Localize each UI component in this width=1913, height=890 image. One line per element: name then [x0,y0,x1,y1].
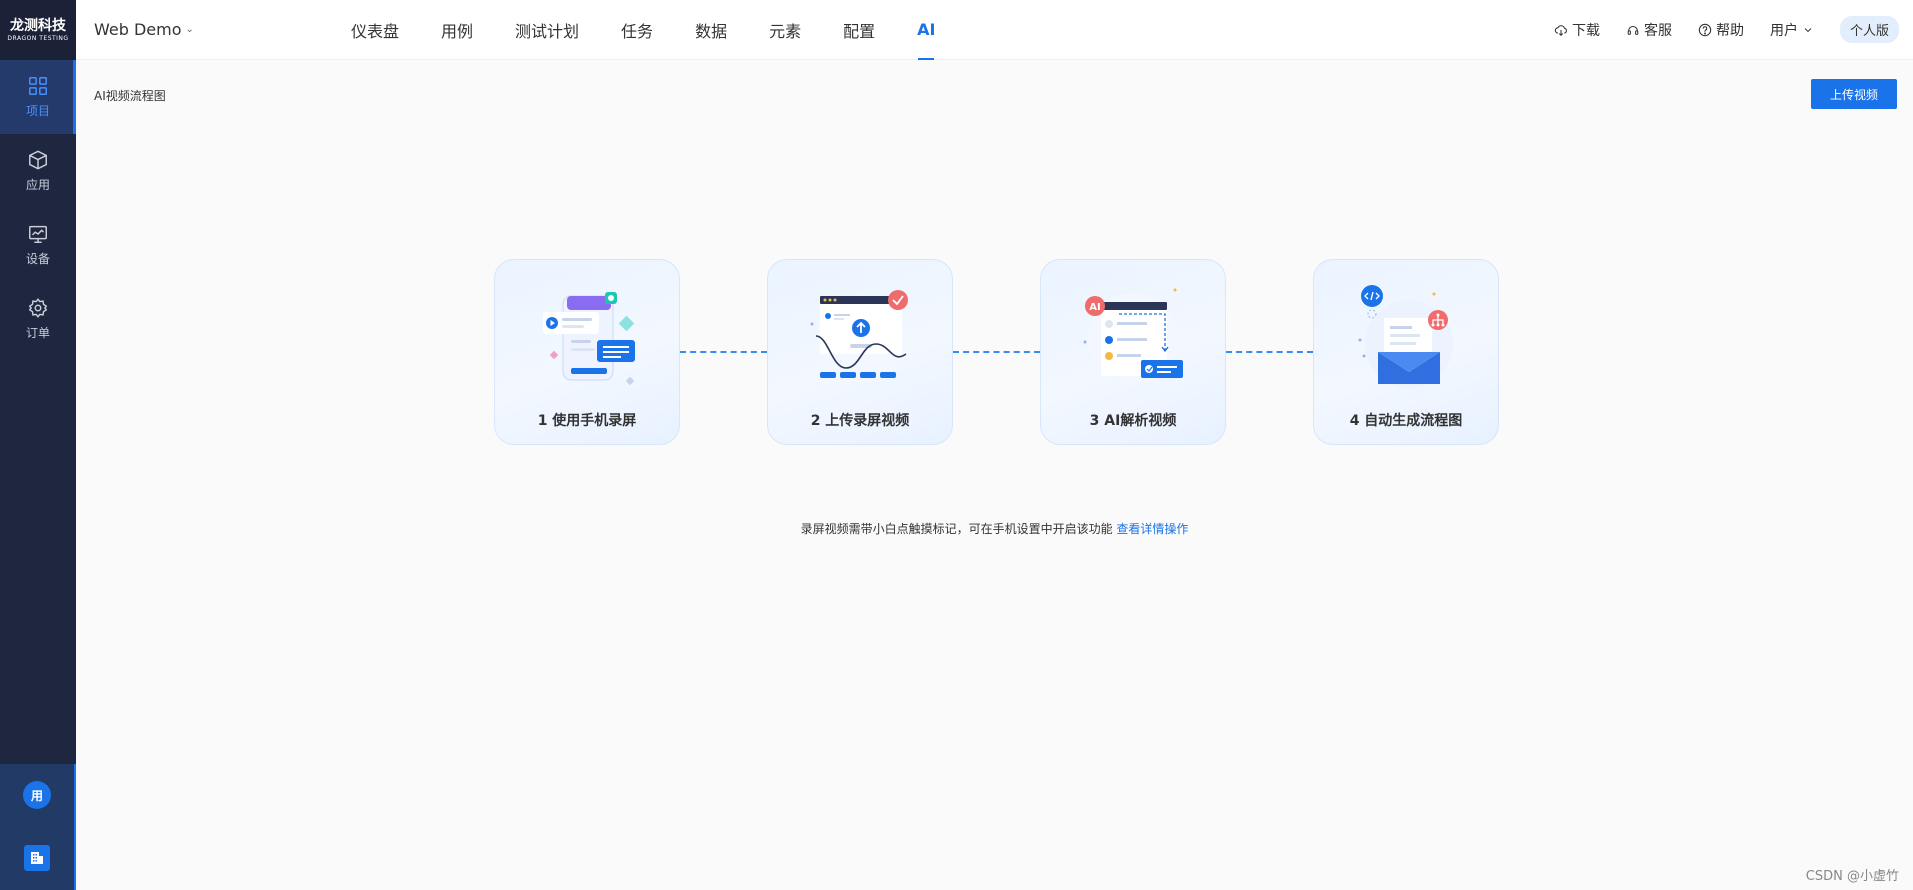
step-card-upload[interactable]: 2 上传录屏视频 [767,259,953,445]
project-name: Web Demo [94,20,182,39]
cube-icon [29,150,47,170]
help-icon [1698,23,1712,36]
service-button[interactable]: 客服 [1626,20,1672,40]
step-card-generate-flowchart[interactable]: 4 自动生成流程图 [1313,259,1499,445]
sidebar-item-projects[interactable]: 项目 [0,60,76,134]
hint-message: 录屏视频需带小白点触摸标记，可在手机设置中开启该功能 [800,522,1113,536]
tab-tasks[interactable]: 任务 [621,21,654,41]
chevron-down-icon [1804,27,1812,32]
brand-logo-cn: 龙测科技 [10,17,66,34]
sidebar: 龙测科技 DRAGON TESTING 项目 应用 设备 订单 用 [0,0,76,890]
upload-video-illustration [810,290,908,383]
organization-button[interactable] [0,826,76,890]
step-card-ai-parse[interactable]: AI 3 AI解析视频 [1040,259,1226,445]
sidebar-item-label: 设备 [25,252,50,266]
tab-cases[interactable]: 用例 [441,21,474,41]
tab-config[interactable]: 配置 [843,21,876,41]
tab-test-plan[interactable]: 测试计划 [515,21,580,41]
sidebar-item-devices[interactable]: 设备 [0,208,76,282]
grid-icon [29,77,47,95]
flowchart-mail-illustration [1358,285,1453,388]
building-icon [24,845,50,871]
step-label: 2 上传录屏视频 [810,413,910,429]
step-label: 1 使用手机录屏 [537,413,637,429]
chevron-down-icon: ⌄ [185,24,194,35]
step-label: 3 AI解析视频 [1089,413,1177,429]
headset-icon [1627,25,1639,35]
sidebar-item-label: 应用 [25,178,50,192]
sidebar-item-apps[interactable]: 应用 [0,134,76,208]
ai-parse-illustration: AI [1083,288,1183,385]
help-button[interactable]: 帮助 [1698,20,1744,40]
tab-dashboard[interactable]: 仪表盘 [351,21,400,41]
project-selector[interactable]: Web Demo ⌄ [94,20,194,39]
user-label: 用户 [1769,22,1798,39]
brand-logo[interactable]: 龙测科技 DRAGON TESTING [0,0,76,60]
user-menu[interactable]: 用户 [1770,20,1814,40]
process-steps: 1 使用手机录屏 [494,259,1499,445]
main-nav: 仪表盘 用例 测试计划 任务 数据 元素 配置 AI [330,0,956,60]
step-card-record[interactable]: 1 使用手机录屏 [494,259,680,445]
step-connector [953,351,1040,353]
avatar: 用 [23,781,51,809]
cloud-download-icon [1554,24,1567,36]
watermark: CSDN @小虚竹 [1805,869,1899,884]
download-label: 下载 [1571,22,1600,39]
sidebar-item-label: 项目 [25,104,50,118]
tab-elements[interactable]: 元素 [769,21,802,41]
page-title: AI视频流程图 [94,89,166,103]
sidebar-item-orders[interactable]: 订单 [0,282,76,356]
main-content: AI视频流程图 上传视频 [76,60,1913,890]
hint-text: 录屏视频需带小白点触摸标记，可在手机设置中开启该功能 查看详情操作 [76,520,1913,537]
top-bar: Web Demo ⌄ 仪表盘 用例 测试计划 任务 数据 元素 配置 AI 下载… [76,0,1913,60]
service-label: 客服 [1643,22,1672,39]
phone-record-illustration [543,292,635,386]
monitor-icon [29,225,47,243]
sidebar-item-label: 订单 [25,326,50,340]
step-connector [680,351,767,353]
view-details-link[interactable]: 查看详情操作 [1116,522,1189,536]
step-label: 4 自动生成流程图 [1349,413,1463,429]
step-connector [1226,351,1313,353]
download-button[interactable]: 下载 [1554,20,1600,40]
upload-video-button[interactable]: 上传视频 [1811,79,1897,109]
tab-ai[interactable]: AI [896,0,956,60]
edition-badge[interactable]: 个人版 [1839,16,1899,43]
user-avatar-button[interactable]: 用 [0,764,76,826]
header-actions: 下载 客服 帮助 用户 个人版 [1554,0,1899,60]
brand-logo-en: DRAGON TESTING [7,34,69,42]
gear-icon [28,298,48,318]
ai-badge-text: AI [1089,302,1100,313]
help-label: 帮助 [1715,22,1744,39]
tab-data[interactable]: 数据 [695,21,728,41]
